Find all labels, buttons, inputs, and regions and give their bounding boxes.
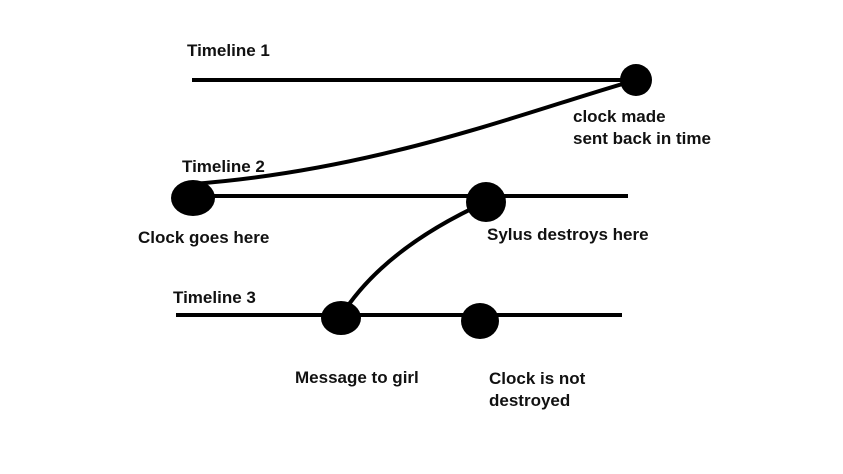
message-to-girl-node: [321, 301, 361, 335]
clock-made-label-line2: sent back in time: [573, 129, 711, 148]
clock-not-destroyed-label: Clock is not destroyed: [489, 368, 585, 412]
sylus-destroys-node: [466, 182, 506, 222]
clock-not-destroyed-node: [461, 303, 499, 339]
clock-not-destroyed-label-line1: Clock is not: [489, 369, 586, 388]
clock-made-node: [620, 64, 652, 96]
message-curve: [339, 200, 487, 318]
time-travel-curve: [191, 78, 637, 186]
timeline-3-label: Timeline 3: [173, 288, 256, 307]
clock-not-destroyed-label-line2: destroyed: [489, 391, 571, 410]
clock-made-label-line1: clock made: [573, 107, 666, 126]
timeline-1-label: Timeline 1: [187, 41, 270, 60]
clock-goes-here-node: [171, 180, 215, 216]
message-to-girl-label: Message to girl: [295, 368, 419, 387]
clock-goes-here-label: Clock goes here: [138, 228, 270, 247]
timeline-2-label: Timeline 2: [182, 157, 265, 176]
clock-made-label: clock made sent back in time: [573, 106, 711, 150]
sylus-destroys-here-label: Sylus destroys here: [487, 225, 649, 244]
